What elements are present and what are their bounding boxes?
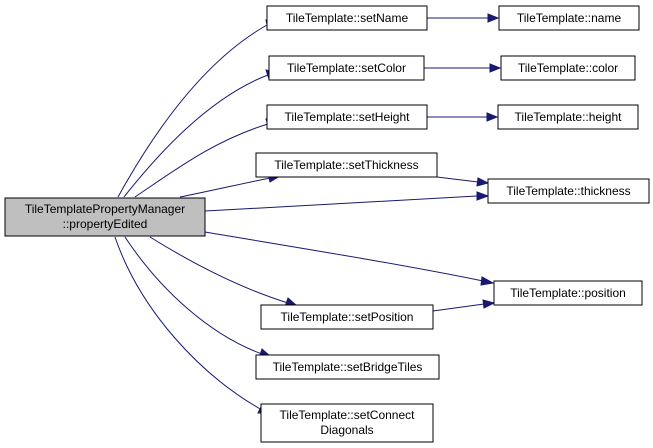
node-height-label: TileTemplate::height xyxy=(515,110,623,124)
edge-root-to-position xyxy=(204,231,495,286)
node-color[interactable]: TileTemplate::color xyxy=(500,55,636,81)
node-name[interactable]: TileTemplate::name xyxy=(498,5,640,31)
node-thickness[interactable]: TileTemplate::thickness xyxy=(487,178,650,204)
node-root[interactable]: TileTemplatePropertyManager ::propertyEd… xyxy=(4,197,206,237)
edge-root-to-setheight xyxy=(134,118,278,198)
node-name-label: TileTemplate::name xyxy=(517,11,622,25)
node-setposition[interactable]: TileTemplate::setPosition xyxy=(260,304,434,330)
node-setconnectdiagonals-label-line1: TileTemplate::setConnect xyxy=(280,408,416,422)
edge-root-to-setcolor xyxy=(123,69,278,198)
node-setcolor[interactable]: TileTemplate::setColor xyxy=(268,55,425,81)
node-color-label: TileTemplate::color xyxy=(518,61,618,75)
node-setconnectdiagonals[interactable]: TileTemplate::setConnect Diagonals xyxy=(260,403,434,443)
node-setposition-label: TileTemplate::setPosition xyxy=(281,310,414,324)
node-position-label: TileTemplate::position xyxy=(510,286,626,300)
edge-setposition-to-position xyxy=(432,299,496,312)
edge-root-to-setbridgetiles xyxy=(124,236,273,359)
node-root-label-line2: ::propertyEdited xyxy=(63,217,148,231)
node-setname[interactable]: TileTemplate::setName xyxy=(266,5,428,31)
node-setcolor-label: TileTemplate::setColor xyxy=(287,61,406,75)
node-thickness-label: TileTemplate::thickness xyxy=(506,184,630,198)
node-setconnectdiagonals-label-line2: Diagonals xyxy=(320,423,373,437)
node-setbridgetiles-label: TileTemplate::setBridgeTiles xyxy=(273,360,423,374)
edge-root-to-setname xyxy=(117,19,276,198)
node-height[interactable]: TileTemplate::height xyxy=(497,104,639,130)
edge-setthickness-to-thickness xyxy=(436,176,490,187)
edge-root-to-setposition xyxy=(149,236,299,308)
edge-root-to-setconnectdiagonals xyxy=(114,236,272,414)
node-position[interactable]: TileTemplate::position xyxy=(493,280,643,306)
edge-setcolor-to-color xyxy=(424,63,502,73)
node-setthickness-label: TileTemplate::setThickness xyxy=(274,158,418,172)
node-setthickness[interactable]: TileTemplate::setThickness xyxy=(255,152,438,178)
node-setname-label: TileTemplate::setName xyxy=(286,11,409,25)
node-setbridgetiles[interactable]: TileTemplate::setBridgeTiles xyxy=(255,354,440,380)
node-setheight[interactable]: TileTemplate::setHeight xyxy=(266,104,428,130)
edge-setname-to-name xyxy=(427,13,500,23)
node-setheight-label: TileTemplate::setHeight xyxy=(285,110,411,124)
node-root-label-line1: TileTemplatePropertyManager xyxy=(25,202,185,216)
edge-setheight-to-height xyxy=(427,112,499,122)
edge-root-to-thickness xyxy=(204,191,490,212)
